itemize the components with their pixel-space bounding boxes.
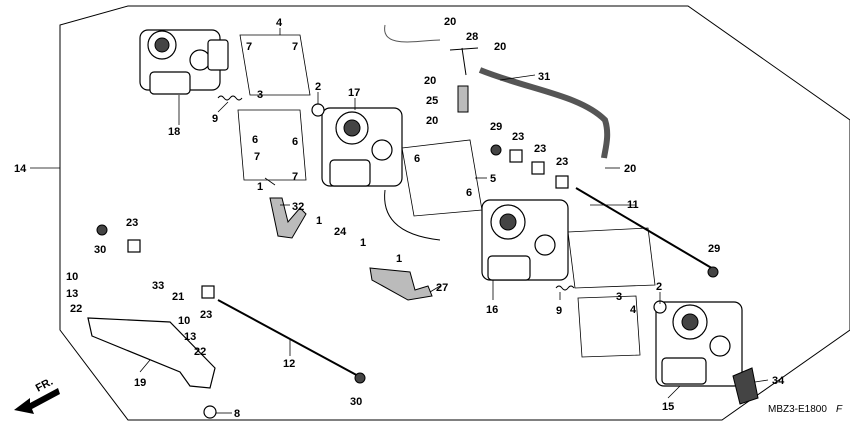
callout-4-top: 4 [276,17,283,29]
callout-19: 19 [134,377,146,389]
part-23-a [127,239,141,253]
callout-1: 1 [396,253,402,265]
callout-23: 23 [534,143,546,155]
callout-22: 22 [70,303,82,315]
subassembly-box-3 [237,109,307,181]
callout-29-top: 29 [490,121,502,133]
callout-20: 20 [444,16,456,28]
spring-9-top [217,95,243,101]
callout-33: 33 [152,280,164,292]
callout-6: 6 [292,136,298,148]
part-23-c [509,149,523,163]
rod-11 [575,187,716,271]
callout-4-mid: 4 [630,304,637,316]
callout-7: 7 [292,171,298,183]
callout-labels: 4 7 7 2 17 18 9 3 6 7 6 7 1 32 14 20 28 … [14,16,785,420]
subassembly-box-3b [577,295,641,358]
callout-1: 1 [316,215,322,227]
callout-28: 28 [466,31,478,43]
callout-2-mid: 2 [656,281,662,293]
fuel-hose-assembly [384,24,611,159]
callout-3-mid: 3 [616,291,622,303]
leader-lines [30,28,769,414]
spring-9-mid [555,285,575,291]
callout-23: 23 [200,309,212,321]
callout-6: 6 [466,187,472,199]
callout-18: 18 [168,126,180,138]
direction-arrow [14,388,60,414]
callout-23: 23 [512,131,524,143]
part-30-top [96,224,108,236]
callout-9-mid: 9 [556,305,562,317]
callout-14: 14 [14,163,27,175]
callout-30-bottom: 30 [350,396,362,408]
callout-1-top: 1 [257,181,263,193]
callout-13: 13 [66,288,78,300]
callout-5: 5 [490,173,496,185]
callout-7: 7 [246,41,252,53]
callout-29-right: 29 [708,243,720,255]
callout-17: 17 [348,87,360,99]
callout-11: 11 [627,199,639,211]
callout-7: 7 [292,41,298,53]
callout-25: 25 [426,95,438,107]
callout-12: 12 [283,358,295,370]
part-30-bottom [354,372,366,384]
callout-6: 6 [414,153,420,165]
callout-20: 20 [494,41,506,53]
part-23-d [531,161,545,175]
callout-27: 27 [436,282,448,294]
callout-20: 20 [624,163,636,175]
diagram-code: MBZ3-E1800 [768,404,827,415]
part-2-top [311,103,325,117]
assembly-outline [59,5,850,421]
callout-6: 6 [252,134,258,146]
part-34-block [732,367,759,405]
callout-30-top: 30 [94,244,106,256]
part-23-e [555,175,569,189]
callout-20: 20 [426,115,438,127]
carburetor-17 [321,107,441,241]
diagram-code-suffix: F [836,404,843,415]
part-29-top [490,144,502,156]
subassembly-box-5 [401,139,483,217]
callout-23: 23 [556,156,568,168]
callout-16: 16 [486,304,498,316]
rod-12 [217,299,363,379]
callout-13: 13 [184,331,196,343]
callout-31: 31 [538,71,550,83]
callout-8: 8 [234,408,240,420]
callout-10: 10 [66,271,78,283]
carburetor-15 [655,301,743,387]
callout-34: 34 [772,375,785,387]
callout-3-top: 3 [257,89,263,101]
callout-21: 21 [172,291,184,303]
callout-24: 24 [334,226,347,238]
callout-32: 32 [292,201,304,213]
bracket-19 [87,317,216,389]
callout-20: 20 [424,75,436,87]
part-23-b [201,285,215,299]
hose-27 [369,267,433,301]
part-29-right [707,266,719,278]
callout-9-top: 9 [212,113,218,125]
callout-1: 1 [360,237,366,249]
part-8-clip [203,405,217,419]
callout-22: 22 [194,346,206,358]
carburetor-18 [139,29,229,95]
callout-23: 23 [126,217,138,229]
callout-7: 7 [254,151,260,163]
callout-15: 15 [662,401,674,413]
carburetor-16 [481,199,569,281]
callout-2-top: 2 [315,81,321,93]
hose-32 [269,197,307,239]
callout-10: 10 [178,315,190,327]
subassembly-box-4b [567,227,656,289]
